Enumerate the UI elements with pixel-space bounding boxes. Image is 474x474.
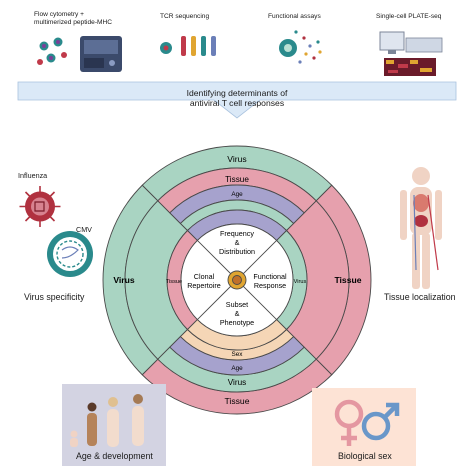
bottom-virus-label: Virus xyxy=(228,378,247,387)
quadrant-left-line1: Clonal xyxy=(194,272,215,281)
quadrant-top-line1: Frequency xyxy=(220,229,254,238)
quadrant-right-line2: Response xyxy=(254,281,286,290)
method-flow-line2: multimerized peptide-MHC xyxy=(34,18,113,26)
plate-seq-icon xyxy=(379,31,443,76)
biological-sex-label: Biological sex xyxy=(338,451,392,461)
banner-text: Identifying determinants of antiviral T … xyxy=(0,88,474,108)
tcr-sequencing-icon xyxy=(160,36,216,56)
tcell-cluster-icon xyxy=(37,37,67,65)
method-flow-line1: Flow cytometry + xyxy=(34,11,85,18)
quadrant-top-line2: & xyxy=(235,238,240,247)
top-tissue-label: Tissue xyxy=(225,175,249,184)
functional-assay-icon xyxy=(279,30,322,64)
outer-right-tissue-label: Tissue xyxy=(334,275,361,285)
quadrant-bottom-line1: Subset xyxy=(226,300,248,309)
sex-label: Sex xyxy=(231,351,243,358)
quadrant-left-line2: Repertoire xyxy=(187,281,221,290)
cmv-label: CMV xyxy=(76,225,92,234)
bottom-age-label: Age xyxy=(231,365,243,372)
banner-line1: Identifying determinants of xyxy=(186,88,288,98)
method-tcr-label: TCR sequencing xyxy=(160,13,210,20)
center-tcell-nucleus xyxy=(232,275,242,285)
inner-left-tissue-label: Tissue xyxy=(166,279,182,285)
method-functional-label: Functional assays xyxy=(268,13,321,20)
outer-left-virus-label: Virus xyxy=(113,275,135,285)
female-symbol-icon xyxy=(334,399,364,446)
banner-line2: antiviral T cell responses xyxy=(189,98,285,108)
quadrant-bottom-line3: Phenotype xyxy=(220,318,254,327)
method-plate-label: Single-cell PLATE-seq xyxy=(376,13,442,20)
method-flow-cytometry-label: Flow cytometry + multimerized peptide-MH… xyxy=(34,11,112,26)
quadrant-right-line1: Functional xyxy=(253,272,287,281)
tissue-localization-label: Tissue localization xyxy=(384,292,456,302)
influenza-virus-icon xyxy=(19,186,61,227)
flow-cytometer-icon xyxy=(80,36,122,72)
age-figures-icon xyxy=(70,394,144,447)
top-age-label: Age xyxy=(231,191,243,198)
inner-right-virus-label: Virus xyxy=(294,279,307,285)
human-anatomy-icon xyxy=(400,167,442,289)
outer-bottom-tissue-label: Tissue xyxy=(225,396,250,406)
methods-illustrations xyxy=(17,30,457,119)
male-symbol-icon xyxy=(361,402,400,441)
cmv-virus-icon xyxy=(47,231,93,277)
influenza-label: Influenza xyxy=(18,171,48,180)
banner-shape xyxy=(17,81,457,119)
quadrant-bottom-line2: & xyxy=(235,309,240,318)
quadrant-top-line3: Distribution xyxy=(219,247,255,256)
outer-top-virus-label: Virus xyxy=(227,154,246,164)
age-development-label: Age & development xyxy=(76,451,153,461)
virus-specificity-label: Virus specificity xyxy=(24,292,85,302)
